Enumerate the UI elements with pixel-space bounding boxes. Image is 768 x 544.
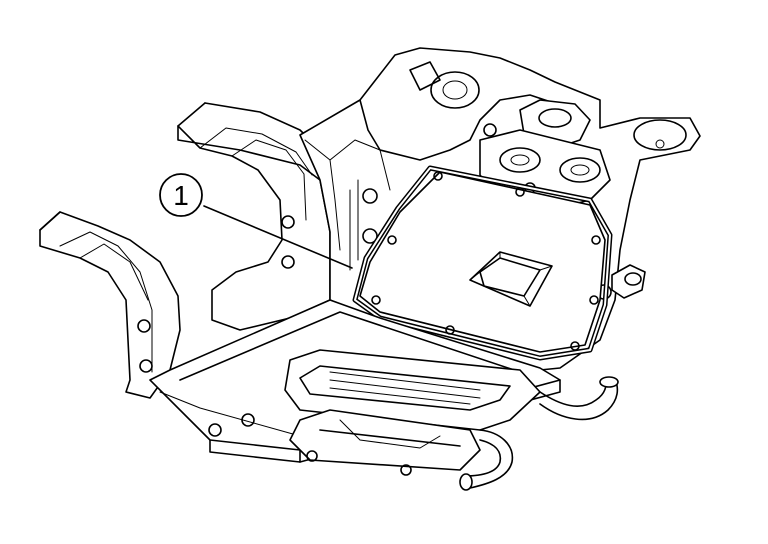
filter-housing (284, 349, 541, 476)
callout-label: 1 (173, 180, 189, 211)
callout-circle (159, 173, 203, 217)
oil-pan-gasket (352, 165, 613, 361)
side-fitting (596, 264, 646, 300)
cooler-tube-lower (459, 429, 514, 491)
callout-1: 1 (159, 173, 353, 269)
cooler-tube-right (539, 376, 619, 421)
left-mounting-bracket-front (39, 211, 181, 399)
callout-leader-line (203, 205, 353, 269)
valve-body-cover (359, 171, 606, 353)
